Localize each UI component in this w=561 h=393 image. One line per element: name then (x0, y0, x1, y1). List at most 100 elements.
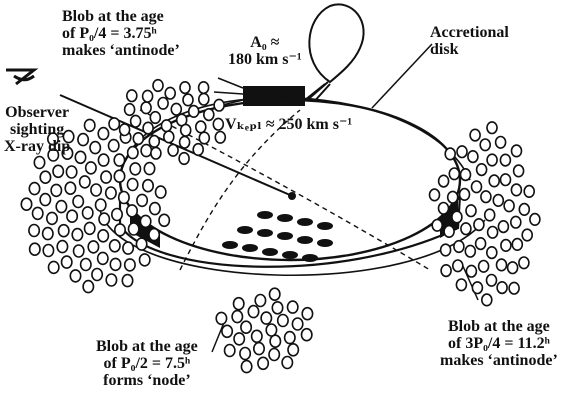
blob-circle (109, 140, 119, 152)
blob-circle (430, 189, 440, 201)
blob-circle (162, 120, 172, 132)
label-line: of P₀/2 = 7.5ʰ (96, 355, 198, 372)
blob-circle (476, 238, 486, 250)
blob-circle (136, 238, 146, 250)
blob-circle (199, 82, 209, 94)
blob-circle (439, 175, 449, 187)
blob-cluster-right (430, 122, 540, 306)
blob-circle (99, 213, 109, 225)
blob-circle (66, 166, 76, 178)
label-blob-bottom-right: Blob at the age of 3P₀/4 = 11.2ʰ makes ‘… (440, 318, 558, 369)
blob-circle (474, 219, 484, 231)
blob-circle (29, 225, 39, 237)
blob-circle (141, 145, 151, 157)
blob-circle (512, 145, 522, 157)
label-line: of P₀/4 = 3.75ʰ (62, 25, 180, 42)
blob-circle (33, 207, 43, 219)
blob-circle (80, 176, 90, 188)
blob-circle (493, 195, 503, 207)
label-line: X-ray dip (4, 138, 70, 155)
blob-circle (480, 139, 490, 151)
blob-circle (180, 136, 190, 148)
blob-circle (150, 112, 160, 124)
blob-circle (125, 104, 135, 116)
blob-circle (128, 147, 138, 159)
blob-circle (92, 269, 102, 281)
blob-circle (164, 131, 174, 143)
blob-circle (114, 170, 124, 182)
blob-circle (232, 311, 242, 323)
blob-circle (530, 214, 540, 226)
blob-circle (88, 241, 98, 253)
blob-circle (466, 205, 476, 217)
blob-circle (158, 98, 168, 110)
blob-circle (61, 256, 71, 268)
blob-circle (441, 244, 451, 256)
blob-circle (180, 82, 190, 94)
blob-circle (501, 240, 511, 252)
blob-circle (487, 154, 497, 166)
blob-circle (488, 227, 498, 239)
blob-circle (119, 192, 129, 204)
label-line: A₀ ≈ (228, 34, 302, 51)
blob-circle (85, 119, 95, 131)
blob-circle (78, 134, 88, 146)
blob-circle (466, 265, 476, 277)
label-line: sighting (4, 121, 70, 138)
blob-circle (110, 240, 120, 252)
blob-circle (258, 357, 268, 369)
blob-circle (127, 90, 137, 102)
blob-circle (149, 229, 159, 241)
blob-circle (234, 333, 244, 345)
blob-circle (129, 223, 139, 235)
blob-circle (489, 175, 499, 187)
blob-circle (472, 282, 482, 294)
blob-circle (266, 324, 276, 336)
blob-circle (140, 254, 150, 266)
blob-circle (70, 270, 80, 282)
blob-circle (524, 186, 534, 198)
donor-star-icon (309, 4, 363, 82)
blob-circle (214, 99, 224, 111)
blob-circle (115, 224, 125, 236)
blob-circle (131, 115, 141, 127)
observer-eye-icon (6, 70, 34, 84)
blob-circle (261, 312, 271, 324)
blob-circle (222, 325, 232, 337)
blob-circle (282, 357, 292, 369)
blob-circle (74, 245, 84, 257)
blob-circle (179, 153, 189, 165)
blob-circle (498, 221, 508, 233)
blob-circle (98, 154, 108, 166)
blob-circle (143, 90, 153, 102)
blob-circle (519, 257, 529, 269)
blob-circle (193, 144, 203, 156)
blob-circle (106, 187, 116, 199)
blob-circle (444, 226, 454, 238)
label-line: Blob at the age (62, 8, 180, 25)
blob-circle (86, 162, 96, 174)
blob-circle (83, 207, 93, 219)
blob-circle (56, 201, 66, 213)
blob-circle (465, 245, 475, 257)
blob-circle (461, 223, 471, 235)
blob-circle (482, 294, 492, 306)
blob-circle (85, 222, 95, 234)
blob-circle (67, 210, 77, 222)
blob-circle (123, 242, 133, 254)
blob-circle (511, 216, 521, 228)
blob-circle (30, 243, 40, 255)
blob-circle (439, 203, 449, 215)
blob-circle (112, 209, 122, 221)
blob-circle (512, 239, 522, 251)
label-a-speed: A₀ ≈ 180 km s⁻¹ (228, 34, 302, 68)
blob-circle (130, 163, 140, 175)
blob-circle (509, 282, 519, 294)
blob-circle (140, 215, 150, 227)
blob-circle (270, 335, 280, 347)
blob-circle (59, 225, 69, 237)
blob-circle (477, 164, 487, 176)
blob-circle (448, 191, 458, 203)
blob-circle (452, 211, 462, 223)
label-line: makes ‘antinode’ (62, 42, 180, 59)
